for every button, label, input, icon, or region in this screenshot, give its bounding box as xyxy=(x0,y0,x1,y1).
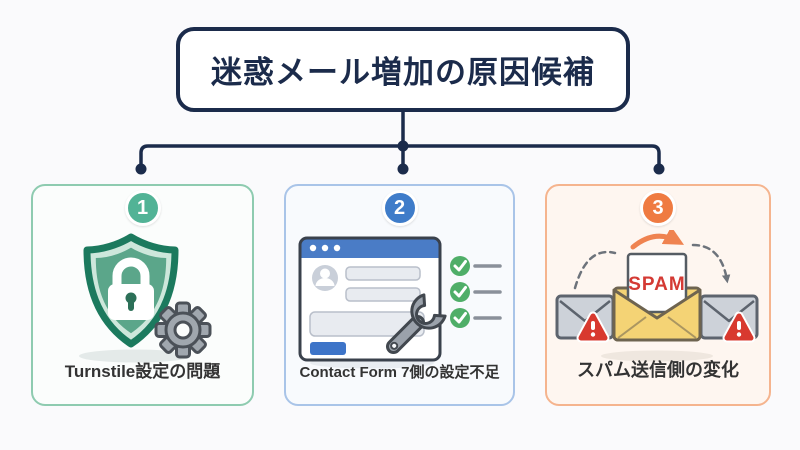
spam-paper xyxy=(626,252,688,314)
checklist-icon xyxy=(449,256,502,328)
window-dots-icon xyxy=(309,244,340,252)
page-title: 迷惑メール増加の原因候補 xyxy=(211,55,595,90)
check-item xyxy=(449,282,502,302)
wrench-icon xyxy=(385,293,447,355)
warning-triangle-icon xyxy=(722,311,756,343)
orange-arrow-icon xyxy=(630,226,685,250)
spam-envelopes-icon: SPAM xyxy=(553,226,763,375)
shield-lock-gear-icon xyxy=(63,230,223,370)
card-label: Contact Form 7側の設定不足 xyxy=(299,364,500,381)
title-box: 迷惑メール増加の原因候補 xyxy=(176,27,630,112)
contact-form-wrench-icon xyxy=(294,230,506,375)
number-badge-3: 3 xyxy=(640,190,676,226)
gear-icon xyxy=(154,301,211,359)
avatar-icon xyxy=(311,265,338,291)
dashed-arc-left xyxy=(573,250,617,290)
form-fields xyxy=(308,266,425,337)
shadow-ellipse xyxy=(78,349,191,363)
card-contact-form: 2 xyxy=(284,184,515,406)
gray-envelope-warning-icon xyxy=(555,294,615,343)
card-label: Turnstile設定の問題 xyxy=(64,362,221,381)
card-turnstile: 1 xyxy=(31,184,254,406)
number-badge-1: 1 xyxy=(124,190,161,226)
lock-icon xyxy=(107,257,154,320)
card-spam-sender: 3 xyxy=(545,184,771,406)
check-item xyxy=(449,308,502,328)
dashed-arrow-right xyxy=(691,243,731,284)
shadow-ellipse xyxy=(601,350,713,362)
tree-branch-lines xyxy=(139,110,661,169)
gray-envelope-warning-icon xyxy=(699,294,759,343)
check-item xyxy=(449,256,502,276)
spam-open-envelope-icon: SPAM xyxy=(612,252,702,342)
branch-end-dots xyxy=(135,140,665,175)
spam-label: SPAM xyxy=(628,274,685,295)
card-label: スパム送信側の変化 xyxy=(577,360,739,380)
number-badge-2: 2 xyxy=(381,190,418,226)
warning-triangle-icon xyxy=(576,311,610,343)
submit-button-icon xyxy=(309,342,346,355)
